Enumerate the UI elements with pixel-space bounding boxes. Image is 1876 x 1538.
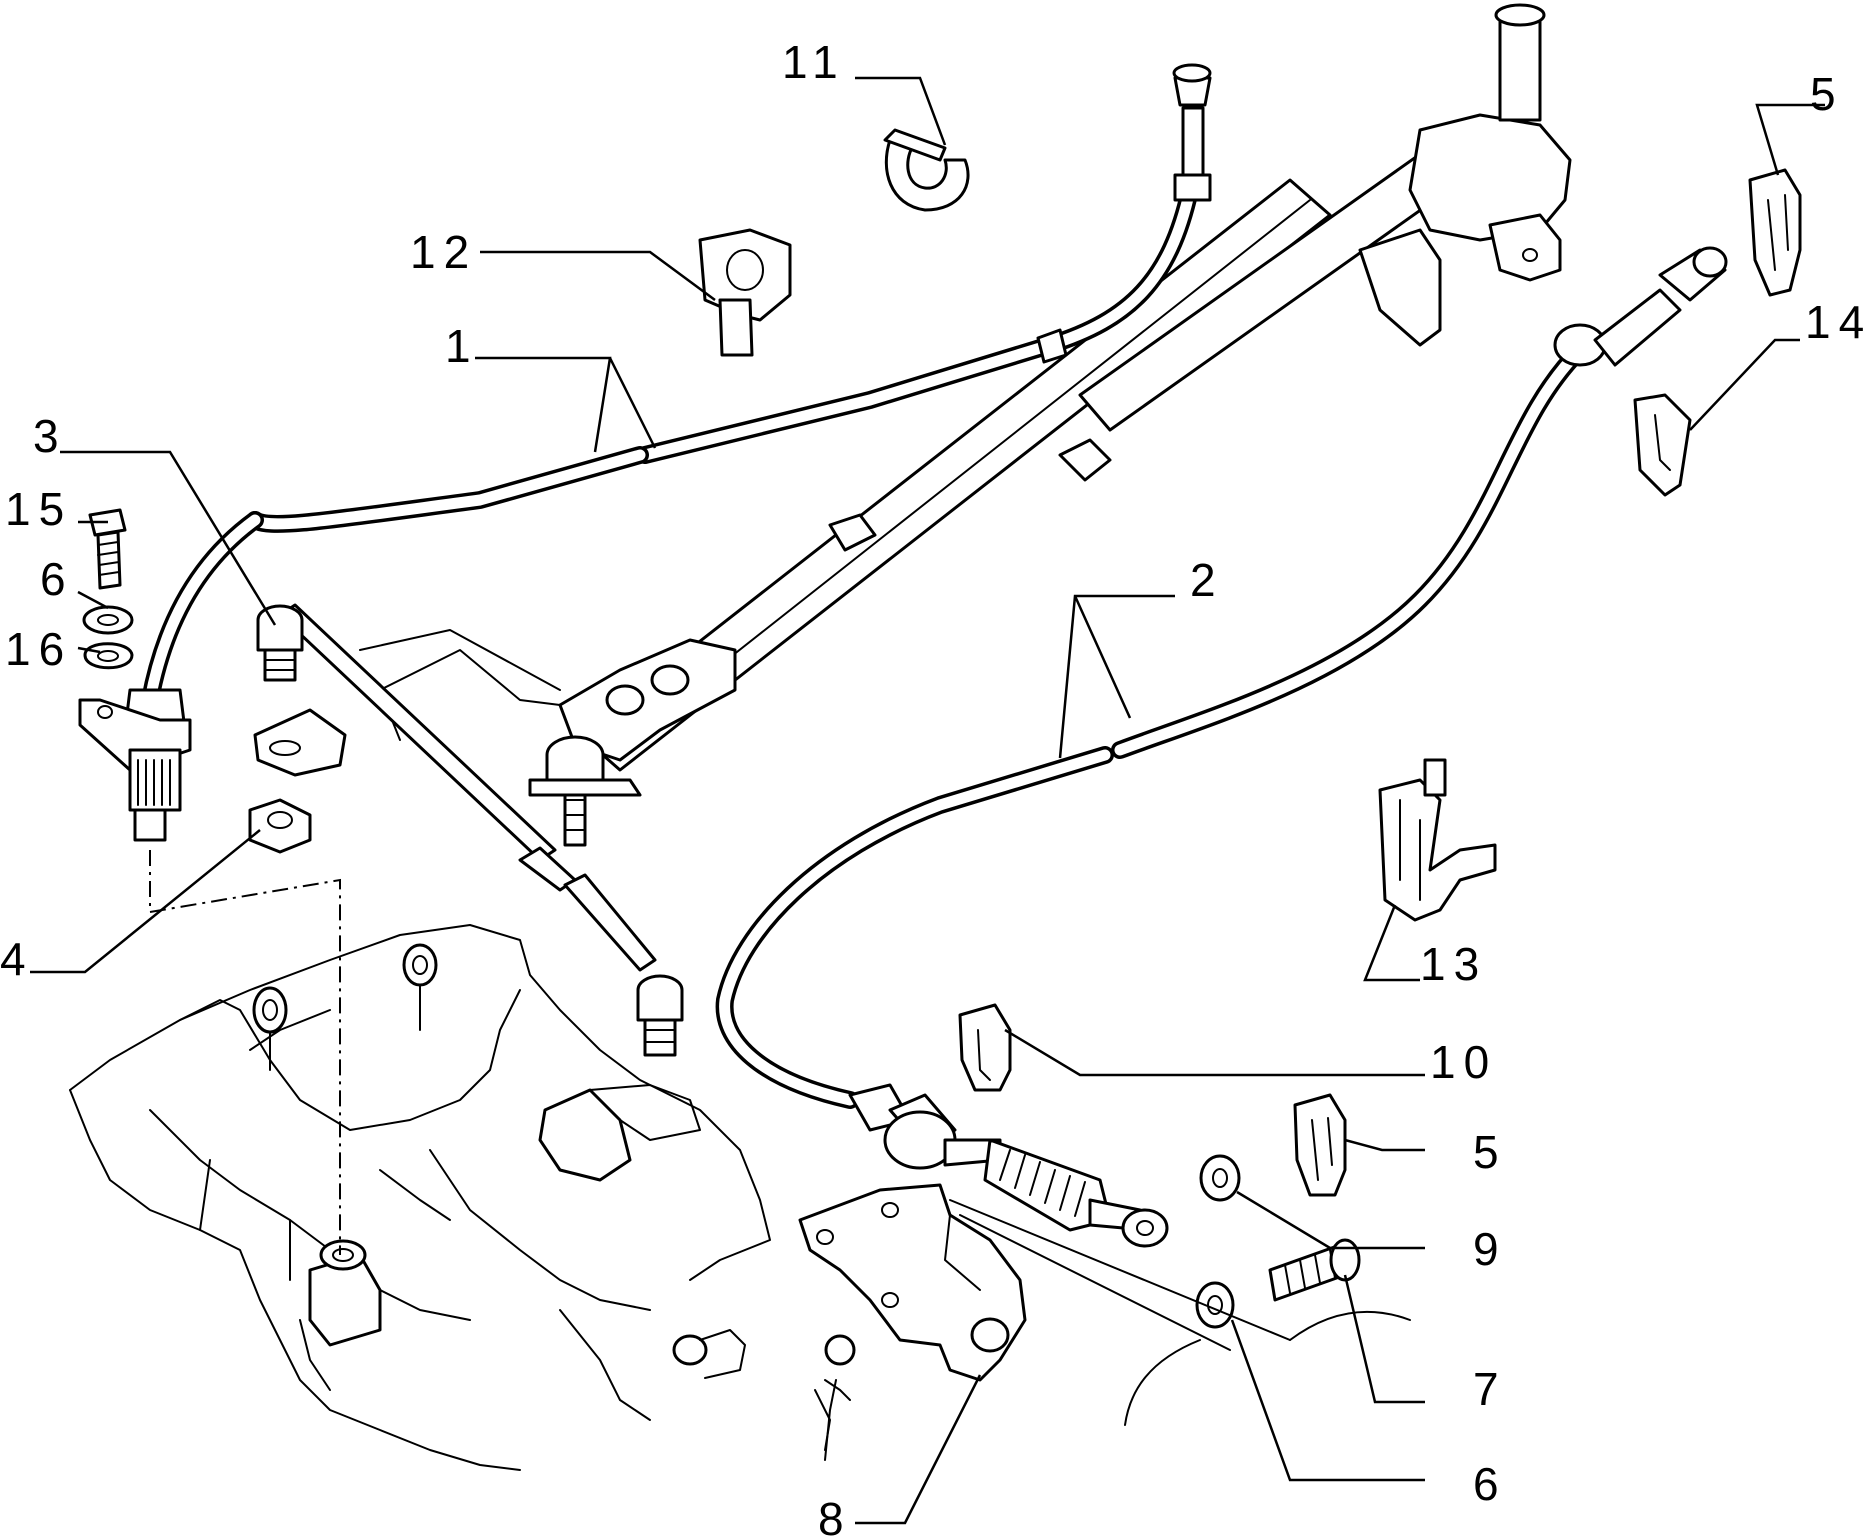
callout-1: 1 (445, 320, 479, 372)
callout-labels: 11 12 1 3 15 6 16 4 5 14 2 13 10 5 9 7 6… (0, 36, 1872, 1538)
rod-3 (256, 603, 684, 1057)
callout-14: 14 (1805, 296, 1872, 348)
callout-12: 12 (410, 226, 477, 278)
callout-6-upper: 6 (40, 553, 74, 605)
bracket-8 (798, 1183, 1027, 1382)
callout-11: 11 (782, 36, 846, 88)
leader-lines (30, 76, 1825, 1525)
callout-2: 2 (1190, 554, 1224, 606)
callout-8: 8 (818, 1493, 852, 1538)
callout-15: 15 (5, 483, 72, 535)
callout-7: 7 (1473, 1363, 1507, 1415)
cable-1 (78, 63, 1212, 842)
callout-3: 3 (33, 410, 67, 462)
gearbox-housing (69, 924, 856, 1471)
callout-4: 4 (0, 933, 34, 985)
callout-10: 10 (1430, 1036, 1497, 1088)
cable-2 (715, 246, 1728, 1248)
gear-selector-linkage (253, 3, 1572, 847)
callout-9: 9 (1473, 1223, 1507, 1275)
callout-5-lower: 5 (1473, 1126, 1507, 1178)
callout-16: 16 (5, 623, 72, 675)
callout-6-lower: 6 (1473, 1458, 1507, 1510)
callout-13: 13 (1420, 938, 1487, 990)
callout-5-upper: 5 (1810, 68, 1844, 120)
